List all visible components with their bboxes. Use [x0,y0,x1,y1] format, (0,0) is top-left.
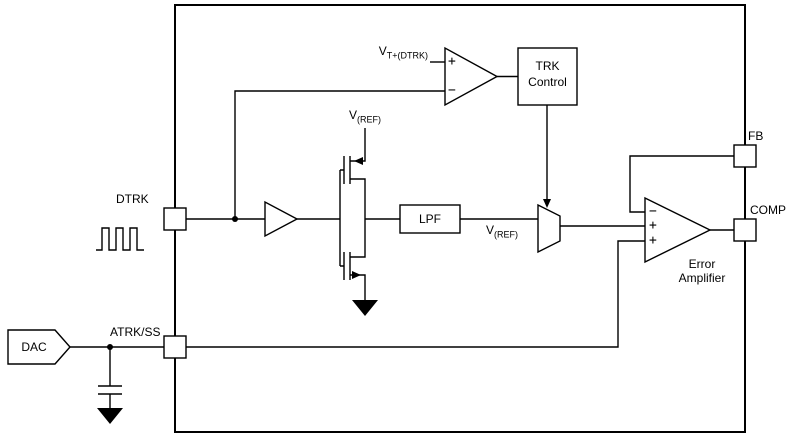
buffer-amplifier-symbol [264,200,299,238]
erroramp-minus-sign: − [649,204,657,219]
symbols [7,46,757,424]
comp-pin-square [733,218,757,242]
erroramp-plus-sign-1: + [649,218,657,233]
wire-atrkss-to-erroramp [186,240,645,348]
lpf-label: LPF [418,212,441,226]
vref-mux-input-label: V(REF) [486,223,519,240]
mosfet-top-body [343,156,351,184]
fb-pin-square [733,144,757,168]
vref-internal-label: V(REF) [348,108,381,125]
mosfet-bottom-drain [350,219,366,258]
dac-block [7,329,71,365]
dtrk-pin-square [163,207,187,231]
comparator-plus-sign: + [448,54,456,69]
atrkss-pin-label: ATRK/SS [110,325,161,339]
junction-dot [107,344,113,350]
mosfet-bottom-body [343,252,351,280]
mux-symbol [537,203,561,254]
capacitor [98,347,122,408]
comp-pin-label: COMP [750,203,786,217]
erroramp-plus-sign-2: + [649,233,657,248]
atrkss-pin-square [163,335,187,359]
mosfet-top-source [350,178,366,219]
error-amplifier-label-line1: Error [688,257,716,271]
lpf-box [399,204,461,234]
trk-control-label-line1: TRK [535,59,560,73]
dac-label: DAC [21,340,47,354]
mosfet-arrow-icon [352,271,361,279]
trk-control-box [517,47,578,106]
wire-fb-to-erroramp [629,155,734,213]
trk-control-label-line2: Control [528,75,567,89]
comparator-minus-sign: − [448,83,456,98]
pulse-waveform-icon [96,227,144,251]
error-amplifier-label-line2: Amplifier [678,271,726,285]
fb-pin-label: FB [748,129,764,143]
ground-symbol [352,300,378,316]
mosfet-arrow-icon [354,157,363,165]
junction-dot [232,216,238,222]
dtrk-pin-label: DTRK [116,192,149,206]
wire-dtrk-to-comparator [234,90,445,219]
vt-dtrk-threshold-label: VT+(DTRK) [378,44,428,61]
comparator-symbol [444,46,499,107]
arrowhead-down-icon [543,199,551,208]
ground-symbol [97,408,123,424]
mosfet-top-drain [350,128,366,162]
error-amplifier-symbol [644,196,712,264]
